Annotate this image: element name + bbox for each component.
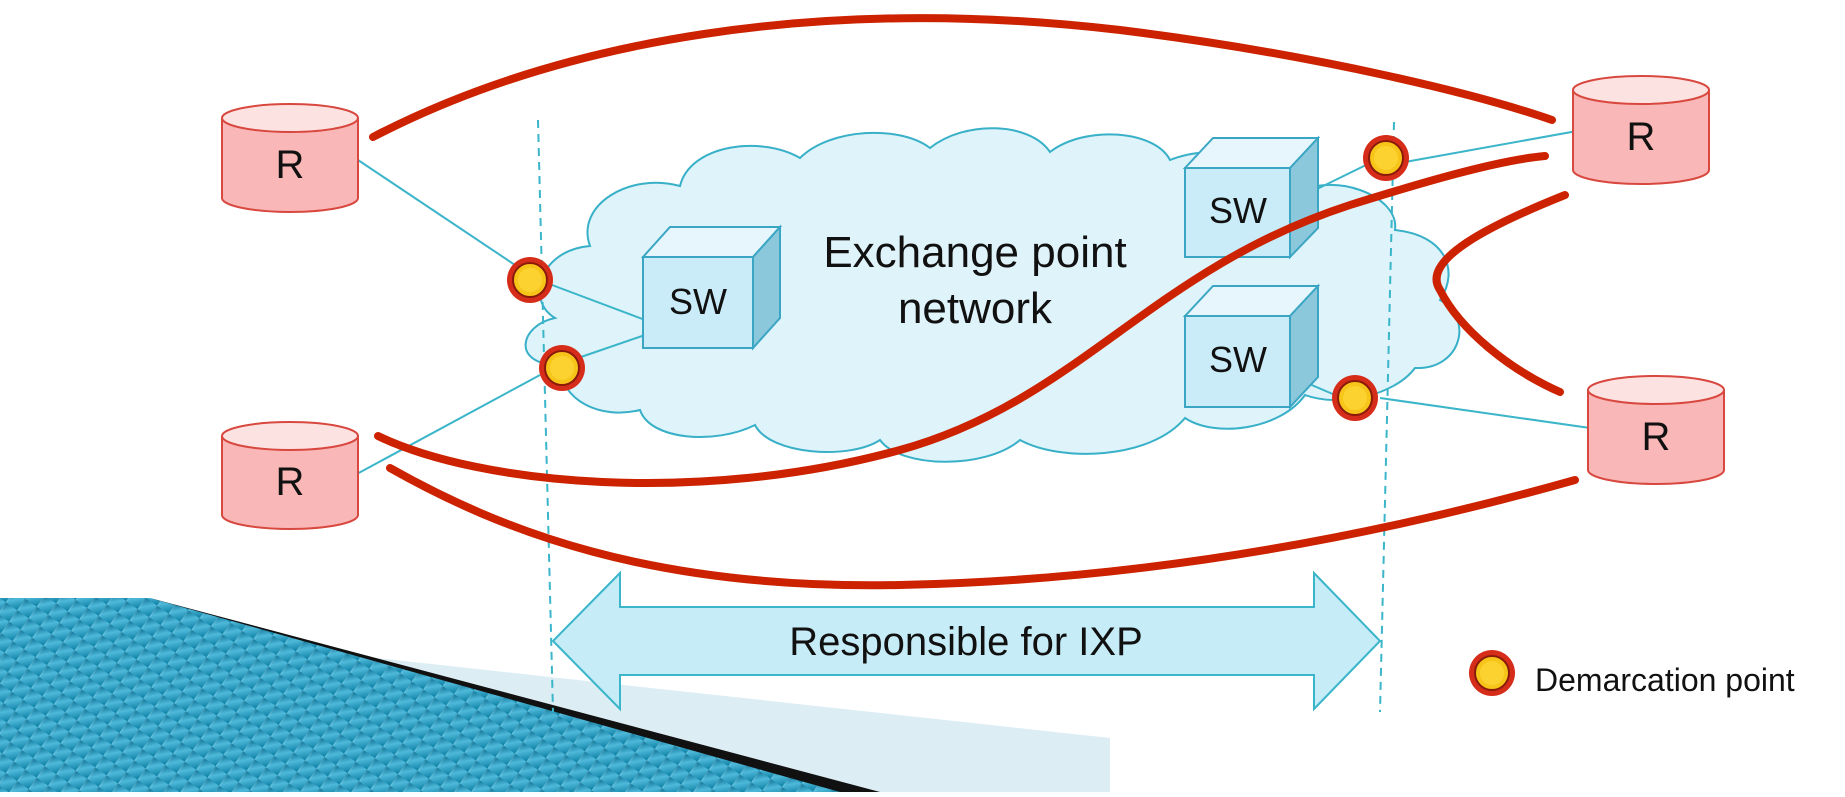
cloud-label-line1: Exchange point — [823, 228, 1126, 277]
slide-shadow-wedge — [150, 598, 880, 792]
session-r2-r4 — [386, 464, 1579, 590]
demarc-point-left-lower — [539, 345, 585, 391]
cloud-label-line2: network — [898, 284, 1053, 333]
demarcation-points — [507, 135, 1409, 421]
link-r3-demarc — [1404, 130, 1578, 163]
demarc-inner — [518, 268, 542, 292]
slide-blue-wedge — [0, 598, 840, 792]
switch-left: SW — [640, 224, 783, 351]
legend: Demarcation point — [1469, 650, 1795, 698]
router-br-body — [1587, 390, 1725, 485]
switch-tr-label: SW — [1209, 190, 1267, 231]
router-top-left: R — [221, 103, 359, 213]
peering-sessions — [369, 14, 1579, 590]
router-br-label: R — [1642, 415, 1671, 459]
link-r4-demarc — [1379, 397, 1591, 429]
demarc-point-right-lower — [1332, 375, 1378, 421]
link-r2-demarc — [354, 374, 541, 476]
legend-demarc-inner — [1480, 661, 1504, 685]
link-r1-demarc — [357, 159, 531, 276]
router-bottom-left: R — [221, 421, 359, 530]
router-tr-body — [1572, 90, 1710, 185]
router-tr-label: R — [1627, 115, 1656, 159]
switch-top-right: SW — [1182, 135, 1321, 260]
link-demarc-sw2 — [1314, 164, 1367, 191]
double-arrow-shape — [551, 570, 1382, 712]
switch-br-front — [1184, 315, 1291, 408]
session-r3-r4 — [1432, 191, 1569, 396]
legend-label: Demarcation point — [1535, 662, 1795, 698]
demarc-inner — [1374, 146, 1398, 170]
demarc-inner — [1343, 386, 1367, 410]
demarc-point-right-upper — [1363, 135, 1409, 181]
switch-left-front — [642, 256, 754, 349]
router-bl-top — [221, 421, 359, 451]
router-tl-top — [221, 103, 359, 133]
responsibility-arrow: Responsible for IXP — [551, 570, 1382, 712]
router-tl-label: R — [276, 143, 305, 187]
router-top-right: R — [1572, 75, 1710, 185]
router-bl-body — [221, 436, 359, 530]
responsibility-label: Responsible for IXP — [789, 620, 1143, 664]
session-r1-r3 — [369, 14, 1556, 141]
router-bottom-right: R — [1587, 375, 1725, 485]
router-tl-body — [221, 118, 359, 213]
link-demarc-sw1 — [551, 284, 646, 321]
boundary-right — [1379, 121, 1395, 713]
slide-decoration — [0, 598, 1110, 792]
demarc-point-left-upper — [507, 257, 553, 303]
router-tr-top — [1572, 75, 1710, 105]
boundary-left — [537, 119, 554, 713]
switch-left-label: SW — [669, 281, 727, 322]
demarc-inner — [550, 356, 574, 380]
router-bl-label: R — [276, 460, 305, 504]
switch-br-label: SW — [1209, 339, 1267, 380]
link-demarc-sw1b — [577, 334, 646, 359]
legend-demarc-icon — [1469, 650, 1515, 696]
session-r2-r3 — [374, 152, 1549, 488]
router-br-top — [1587, 375, 1725, 405]
switch-bottom-right: SW — [1182, 283, 1321, 410]
switch-tr-front — [1184, 167, 1291, 258]
boundaries — [537, 119, 1395, 713]
